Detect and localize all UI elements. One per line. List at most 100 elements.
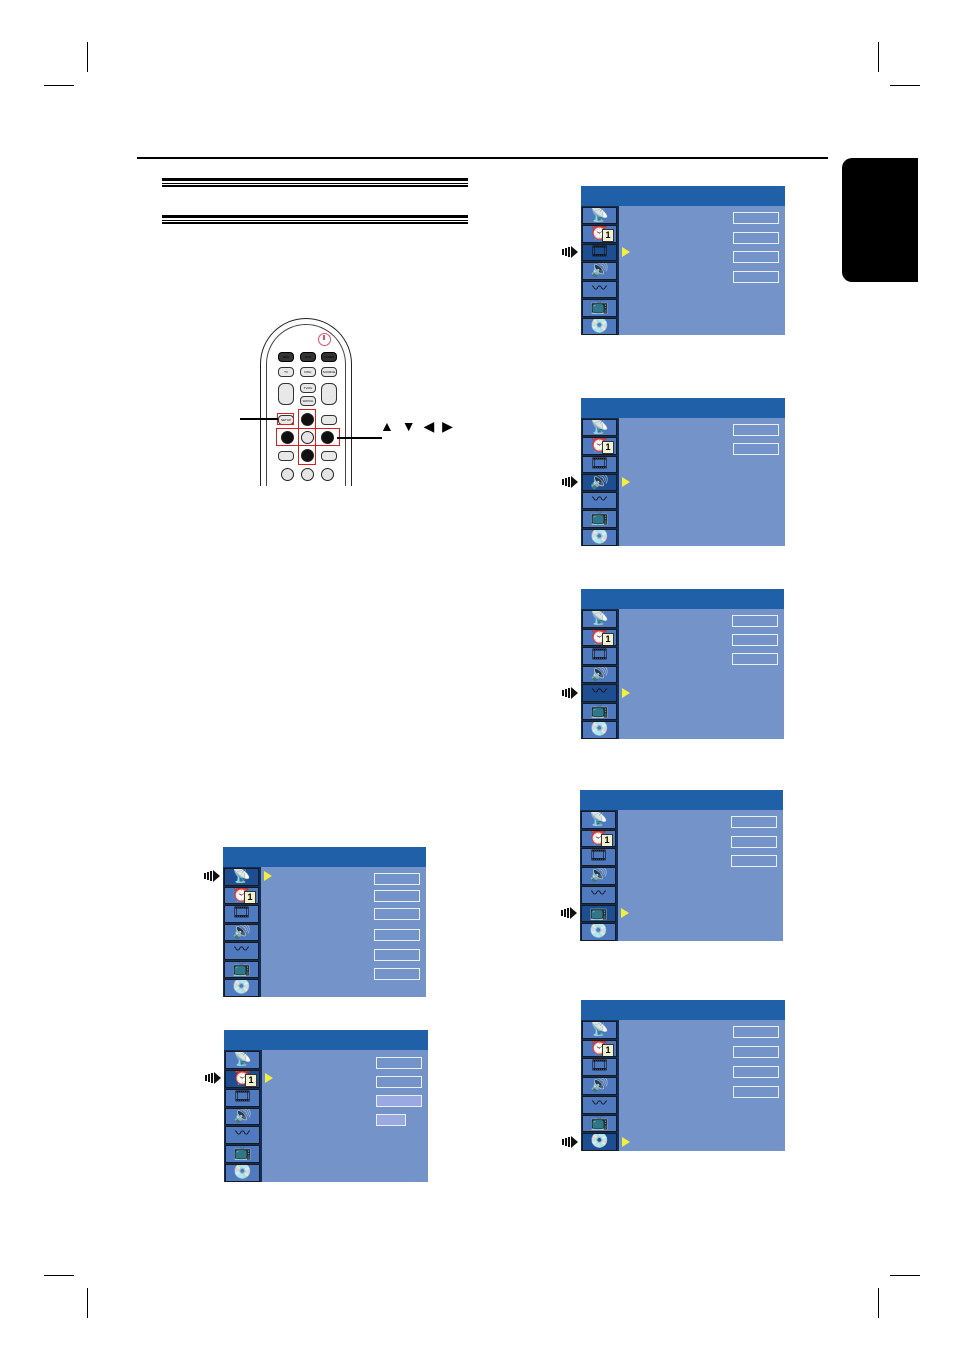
disc-menu-button[interactable]: DISC MENU <box>300 367 316 377</box>
play-button[interactable] <box>301 468 314 481</box>
clock-icon[interactable]: ⏰1 <box>582 225 617 243</box>
film-reel-icon[interactable]: 🎞 <box>581 848 616 867</box>
next-button[interactable] <box>321 451 337 461</box>
film-reel-icon[interactable]: 🎞 <box>224 905 259 923</box>
disc-icon[interactable]: 💿 <box>582 721 617 739</box>
tv-av-button[interactable]: TV/AV <box>300 383 316 393</box>
speaker-icon[interactable]: 🔊 <box>582 262 617 280</box>
antenna-icon[interactable]: 📡 <box>582 610 617 628</box>
disc-icon[interactable]: 💿 <box>582 317 617 335</box>
signal-icon[interactable]: 〰 <box>582 280 617 299</box>
antenna-icon[interactable]: 📡 <box>582 207 617 225</box>
section-rule-top <box>162 178 468 187</box>
film-reel-icon[interactable]: 🎞 <box>225 1088 260 1107</box>
clock-icon[interactable]: ⏰1 <box>225 1069 260 1088</box>
antenna-icon[interactable]: 📡 <box>224 868 259 886</box>
film-reel-icon[interactable]: 🎞 <box>582 455 617 473</box>
disc-icon[interactable]: 💿 <box>582 1133 617 1151</box>
menu-value-field[interactable] <box>376 1057 422 1069</box>
film-reel-icon[interactable]: 🎞 <box>582 243 617 262</box>
speaker-icon[interactable]: 🔊 <box>582 665 617 684</box>
tuner-button[interactable]: TUNER <box>321 352 337 362</box>
menu-value-field[interactable] <box>374 968 420 980</box>
film-reel-icon[interactable]: 🎞 <box>582 1058 617 1077</box>
menu-value-field[interactable] <box>376 1114 406 1126</box>
dvd-button[interactable]: DVD <box>300 352 316 362</box>
menu-value-field[interactable] <box>374 890 420 902</box>
signal-icon[interactable]: 〰 <box>582 684 617 702</box>
signal-icon[interactable]: 〰 <box>582 1095 617 1114</box>
top-right-button[interactable] <box>321 415 337 425</box>
speaker-icon[interactable]: 🔊 <box>224 923 259 942</box>
speaker-icon[interactable]: 🔊 <box>582 1077 617 1095</box>
clock-icon[interactable]: ⏰1 <box>582 628 617 647</box>
tv-icon[interactable]: 📺 <box>225 1145 260 1164</box>
selection-arrow-icon <box>264 871 272 882</box>
menu-value-field[interactable] <box>733 1066 779 1078</box>
menu-value-field[interactable] <box>732 615 778 627</box>
clock-icon[interactable]: ⏰1 <box>582 437 617 455</box>
down-button[interactable] <box>301 449 314 462</box>
rec-button[interactable]: REC <box>278 352 294 362</box>
ch-rocker[interactable] <box>321 383 337 405</box>
speaker-icon[interactable]: 🔊 <box>225 1107 260 1126</box>
menu-value-field[interactable] <box>733 1086 779 1098</box>
clock-icon[interactable]: ⏰1 <box>582 1039 617 1058</box>
menu-value-field[interactable] <box>374 949 420 961</box>
tv-icon[interactable]: 📺 <box>582 299 617 317</box>
menu-value-field[interactable] <box>374 908 420 920</box>
clock-icon[interactable]: ⏰1 <box>581 829 616 848</box>
menu-value-field[interactable] <box>733 212 779 224</box>
menu-value-field[interactable] <box>733 443 779 455</box>
left-button[interactable] <box>281 431 294 444</box>
tv-icon[interactable]: 📺 <box>582 1114 617 1133</box>
tv-icon[interactable]: 📺 <box>582 702 617 721</box>
disc-icon[interactable]: 💿 <box>225 1164 260 1182</box>
menu-value-field[interactable] <box>732 634 778 646</box>
stop-button[interactable] <box>281 468 294 481</box>
speaker-icon[interactable]: 🔊 <box>582 473 617 492</box>
watch-button[interactable]: WATCH <box>300 396 316 406</box>
antenna-icon[interactable]: 📡 <box>582 419 617 437</box>
antenna-icon[interactable]: 📡 <box>225 1051 260 1069</box>
source-button[interactable]: SOURCE <box>321 367 337 377</box>
signal-icon[interactable]: 〰 <box>224 942 259 960</box>
film-reel-icon[interactable]: 🎞 <box>582 647 617 665</box>
ok-button[interactable] <box>301 431 314 444</box>
tv-icon[interactable]: 📺 <box>581 904 616 923</box>
menu-value-field[interactable] <box>731 816 777 828</box>
menu-value-field[interactable] <box>733 424 779 436</box>
up-button[interactable] <box>301 413 314 426</box>
speaker-icon[interactable]: 🔊 <box>581 867 616 885</box>
menu-value-field[interactable] <box>733 232 779 244</box>
menu-value-field[interactable] <box>376 1076 422 1088</box>
previous-button[interactable] <box>278 451 294 461</box>
disc-icon[interactable]: 💿 <box>224 979 259 997</box>
section-rule-bottom <box>162 215 468 224</box>
menu-value-field[interactable] <box>374 873 420 885</box>
menu-value-field[interactable] <box>374 929 420 941</box>
pause-button[interactable] <box>321 468 334 481</box>
menu-value-field[interactable] <box>731 855 777 867</box>
crop-mark <box>87 42 88 72</box>
clock-icon[interactable]: ⏰1 <box>224 886 259 905</box>
tv-vol-rocker[interactable] <box>278 383 294 405</box>
tv-icon[interactable]: 📺 <box>582 510 617 528</box>
disc-icon[interactable]: 💿 <box>581 923 616 941</box>
signal-icon[interactable]: 〰 <box>581 885 616 904</box>
menu-value-field[interactable] <box>733 1046 779 1058</box>
tv-icon[interactable]: 📺 <box>224 960 259 979</box>
disc-icon[interactable]: 💿 <box>582 528 617 546</box>
antenna-icon[interactable]: 📡 <box>581 811 616 829</box>
antenna-icon[interactable]: 📡 <box>582 1021 617 1039</box>
signal-icon[interactable]: 〰 <box>225 1126 260 1145</box>
menu-value-field[interactable] <box>733 271 779 283</box>
menu-value-field[interactable] <box>731 836 777 848</box>
menu-value-field[interactable] <box>733 251 779 263</box>
menu-value-field[interactable] <box>733 1026 779 1038</box>
signal-icon[interactable]: 〰 <box>582 492 617 510</box>
menu-value-field[interactable] <box>732 653 778 665</box>
right-button[interactable] <box>321 431 334 444</box>
menu-value-field[interactable] <box>376 1095 422 1107</box>
tv-button[interactable]: TV <box>278 367 294 377</box>
